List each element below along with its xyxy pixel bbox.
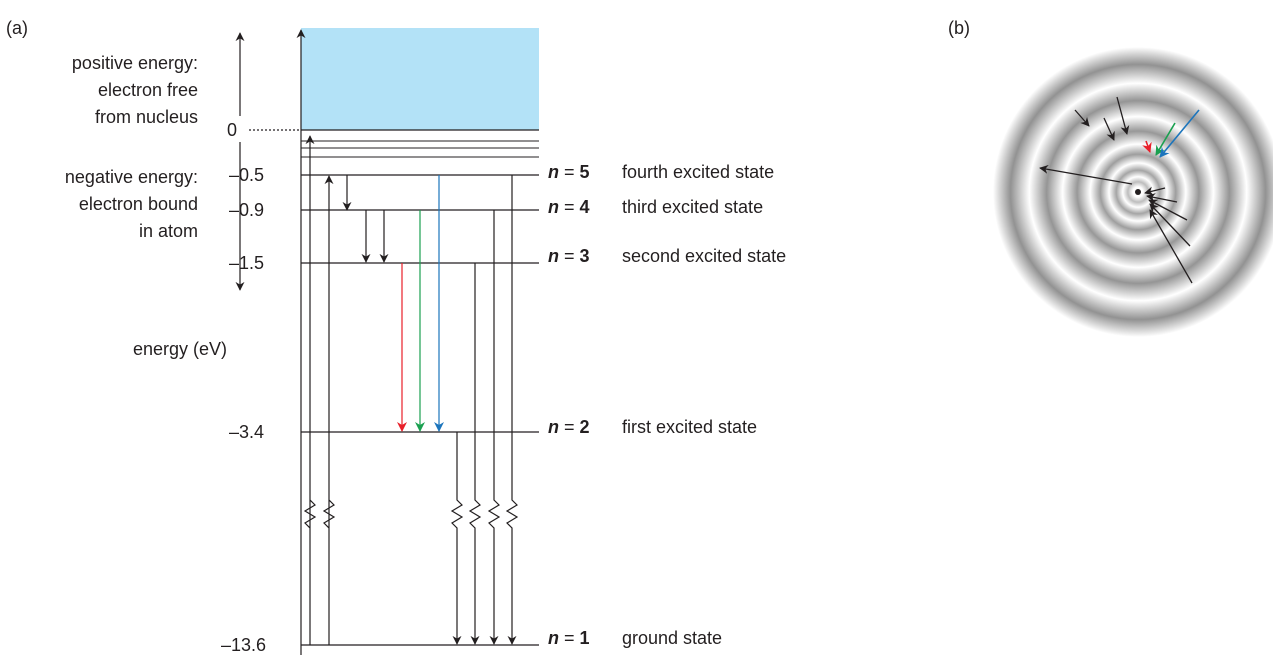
level-name-n2: n = 2 first excited state [548, 417, 757, 437]
energy-label-n2: –3.4 [229, 422, 264, 442]
zero-label: 0 [227, 120, 237, 140]
positive-energy-line-2: electron free [98, 80, 198, 100]
energy-label-n4: –0.9 [229, 200, 264, 220]
energy-label-n1: –13.6 [221, 635, 266, 655]
ring-arrow-green [1155, 122, 1176, 156]
atom-nucleus [1135, 189, 1141, 195]
ring-arrow-blue [1159, 109, 1200, 158]
ring-arrow-outward [1039, 164, 1133, 185]
absorption-arrow [303, 135, 317, 645]
ring-arrow [1116, 96, 1130, 135]
level-name-n4: n = 4 third excited state [548, 197, 763, 217]
negative-energy-line-1: negative energy: [65, 167, 198, 187]
level-name-n1: n = 1 ground state [548, 628, 722, 648]
negative-energy-note: negative energy: electron bound in atom [65, 167, 198, 241]
svg-text:first excited state: first excited state [622, 417, 757, 437]
lyman-arrow [487, 210, 501, 645]
panel-b-label: (b) [948, 18, 970, 38]
svg-text:second excited state: second excited state [622, 246, 786, 266]
svg-text:n = 1: n = 1 [548, 628, 590, 648]
ring-arrow [1103, 117, 1115, 141]
lyman-arrow [468, 263, 482, 645]
negative-energy-line-3: in atom [139, 221, 198, 241]
ring-arrow-inward [1148, 199, 1188, 221]
positive-energy-line-1: positive energy: [72, 53, 198, 73]
svg-text:n = 2: n = 2 [548, 417, 590, 437]
lyman-arrow [450, 432, 464, 645]
positive-energy-note: positive energy: electron free from nucl… [72, 53, 198, 127]
level-name-n3: n = 3 second excited state [548, 246, 786, 266]
svg-text:ground state: ground state [622, 628, 722, 648]
svg-text:third excited state: third excited state [622, 197, 763, 217]
svg-text:fourth excited state: fourth excited state [622, 162, 774, 182]
ring-arrow-inward [1146, 193, 1178, 203]
ring-arrow-inward [1144, 186, 1166, 196]
ring-arrow-red [1142, 140, 1152, 153]
level-name-n5: n = 5 fourth excited state [548, 162, 774, 182]
transition-arrows [303, 135, 519, 645]
emission-rings [993, 47, 1273, 337]
energy-label-n3: –1.5 [229, 253, 264, 273]
lyman-arrow [505, 175, 519, 645]
svg-text:n = 5: n = 5 [548, 162, 590, 182]
panel-a-label: (a) [6, 18, 28, 38]
axis-label: energy (eV) [133, 339, 227, 359]
positive-energy-line-3: from nucleus [95, 107, 198, 127]
ring-arrows [1039, 96, 1200, 284]
absorption-arrow [322, 175, 336, 645]
negative-energy-line-2: electron bound [79, 194, 198, 214]
continuum-band [301, 28, 539, 130]
ring-arrow [1074, 109, 1090, 127]
ring-arrow-inward [1149, 209, 1193, 284]
energy-label-n5: –0.5 [229, 165, 264, 185]
svg-text:n = 4: n = 4 [548, 197, 590, 217]
svg-text:n = 3: n = 3 [548, 246, 590, 266]
